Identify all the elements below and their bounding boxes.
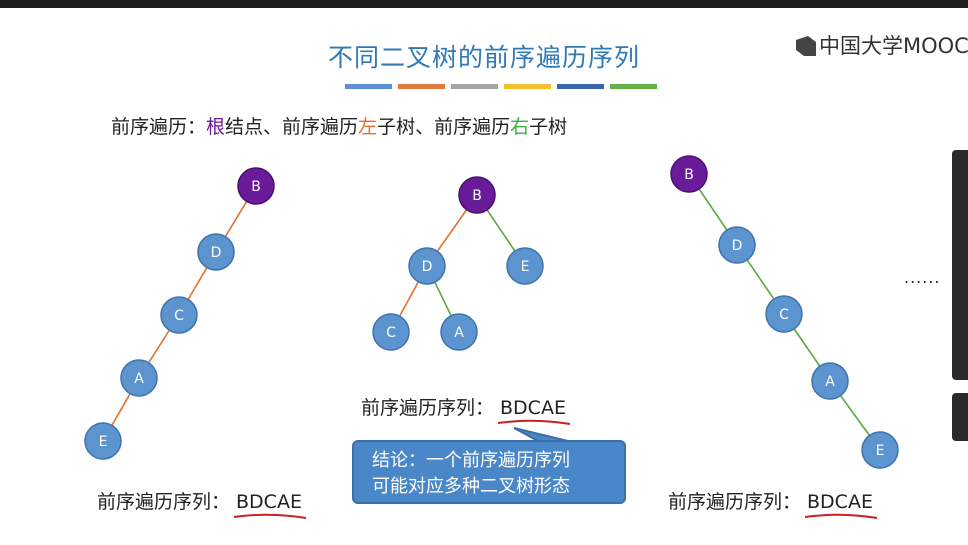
rule-mid2: 子树、前序遍历 <box>377 116 511 138</box>
sequence-caption-tree3: 前序遍历序列：BDCAE <box>668 487 873 514</box>
color-bar-segment <box>451 84 498 89</box>
node-circle <box>237 167 275 205</box>
tree2-node-B: B <box>458 176 496 214</box>
node-circle <box>718 226 756 264</box>
preorder-rule: 前序遍历：根结点、前序遍历左子树、前序遍历右子树 <box>111 112 567 139</box>
rule-right-word: 右 <box>510 116 530 138</box>
sequence-value: BDCAE <box>807 491 873 513</box>
rule-root-word: 根 <box>206 116 226 138</box>
node-circle <box>84 422 122 460</box>
tree1-node-B: B <box>237 167 275 205</box>
node-circle <box>120 359 158 397</box>
tree3-node-A: A <box>811 362 849 400</box>
tree2-node-D: D <box>408 247 446 285</box>
top-bar <box>0 0 968 8</box>
sequence-underline <box>804 513 878 519</box>
node-circle <box>506 247 544 285</box>
node-label: C <box>174 308 184 324</box>
node-label: D <box>422 259 433 275</box>
node-label: A <box>825 374 835 390</box>
color-bar-segment <box>345 84 392 89</box>
node-circle <box>440 313 478 351</box>
slide-title: 不同二叉树的前序遍历序列 <box>327 43 640 72</box>
node-label: E <box>99 434 108 450</box>
node-label: B <box>684 167 694 183</box>
tree1-node-E: E <box>84 422 122 460</box>
sequence-label: 前序遍历序列： <box>361 397 495 419</box>
color-bar-segment <box>504 84 551 89</box>
mooc-logo-text: 中国大学MOOC <box>819 34 968 58</box>
sequence-label: 前序遍历序列： <box>97 491 231 513</box>
tree2-node-C: C <box>372 313 410 351</box>
mooc-logo-icon <box>796 36 816 56</box>
conclusion-line-1: 结论：一个前序遍历序列 <box>372 450 570 471</box>
color-bar-segment <box>398 84 445 89</box>
sequence-value: BDCAE <box>500 397 566 419</box>
sequence-label: 前序遍历序列： <box>668 491 802 513</box>
side-panel-button[interactable] <box>952 393 968 441</box>
node-label: B <box>472 188 482 204</box>
title-color-bar <box>345 84 657 89</box>
more-ellipsis: ...... <box>904 268 941 287</box>
sequence-caption-tree2: 前序遍历序列：BDCAE <box>361 393 566 420</box>
node-circle <box>160 296 198 334</box>
tree1-node-A: A <box>120 359 158 397</box>
node-label: C <box>386 325 396 341</box>
node-label: A <box>134 371 144 387</box>
node-circle <box>765 295 803 333</box>
node-label: B <box>251 179 261 195</box>
node-label: C <box>779 307 789 323</box>
rule-suffix: 子树 <box>529 116 568 138</box>
tree1-node-D: D <box>197 233 235 271</box>
tree3-node-E: E <box>861 431 899 469</box>
tree3-node-B: B <box>670 155 708 193</box>
conclusion-callout: 结论：一个前序遍历序列 可能对应多种二叉树形态 <box>352 440 626 504</box>
rule-prefix: 前序遍历： <box>111 116 207 138</box>
tree3-node-D: D <box>718 226 756 264</box>
node-circle <box>811 362 849 400</box>
node-label: D <box>211 245 222 261</box>
sequence-underline <box>497 419 571 425</box>
side-panel-handle[interactable] <box>952 150 968 380</box>
conclusion-line-2: 可能对应多种二叉树形态 <box>372 476 570 497</box>
node-label: E <box>521 259 530 275</box>
tree2-node-E: E <box>506 247 544 285</box>
tree3-node-C: C <box>765 295 803 333</box>
tree1-node-C: C <box>160 296 198 334</box>
sequence-underline <box>233 513 307 519</box>
node-circle <box>197 233 235 271</box>
node-circle <box>670 155 708 193</box>
sequence-caption-tree1: 前序遍历序列：BDCAE <box>97 487 302 514</box>
node-label: E <box>876 443 885 459</box>
sequence-value: BDCAE <box>236 491 302 513</box>
mooc-logo: 中国大学MOOC <box>796 30 968 60</box>
rule-mid1: 结点、前序遍历 <box>225 116 359 138</box>
node-circle <box>372 313 410 351</box>
color-bar-segment <box>557 84 604 89</box>
node-circle <box>458 176 496 214</box>
node-circle <box>408 247 446 285</box>
node-circle <box>861 431 899 469</box>
color-bar-segment <box>610 84 657 89</box>
node-label: D <box>732 238 743 254</box>
tree2-node-A: A <box>440 313 478 351</box>
node-label: A <box>454 325 464 341</box>
rule-left-word: 左 <box>358 116 378 138</box>
